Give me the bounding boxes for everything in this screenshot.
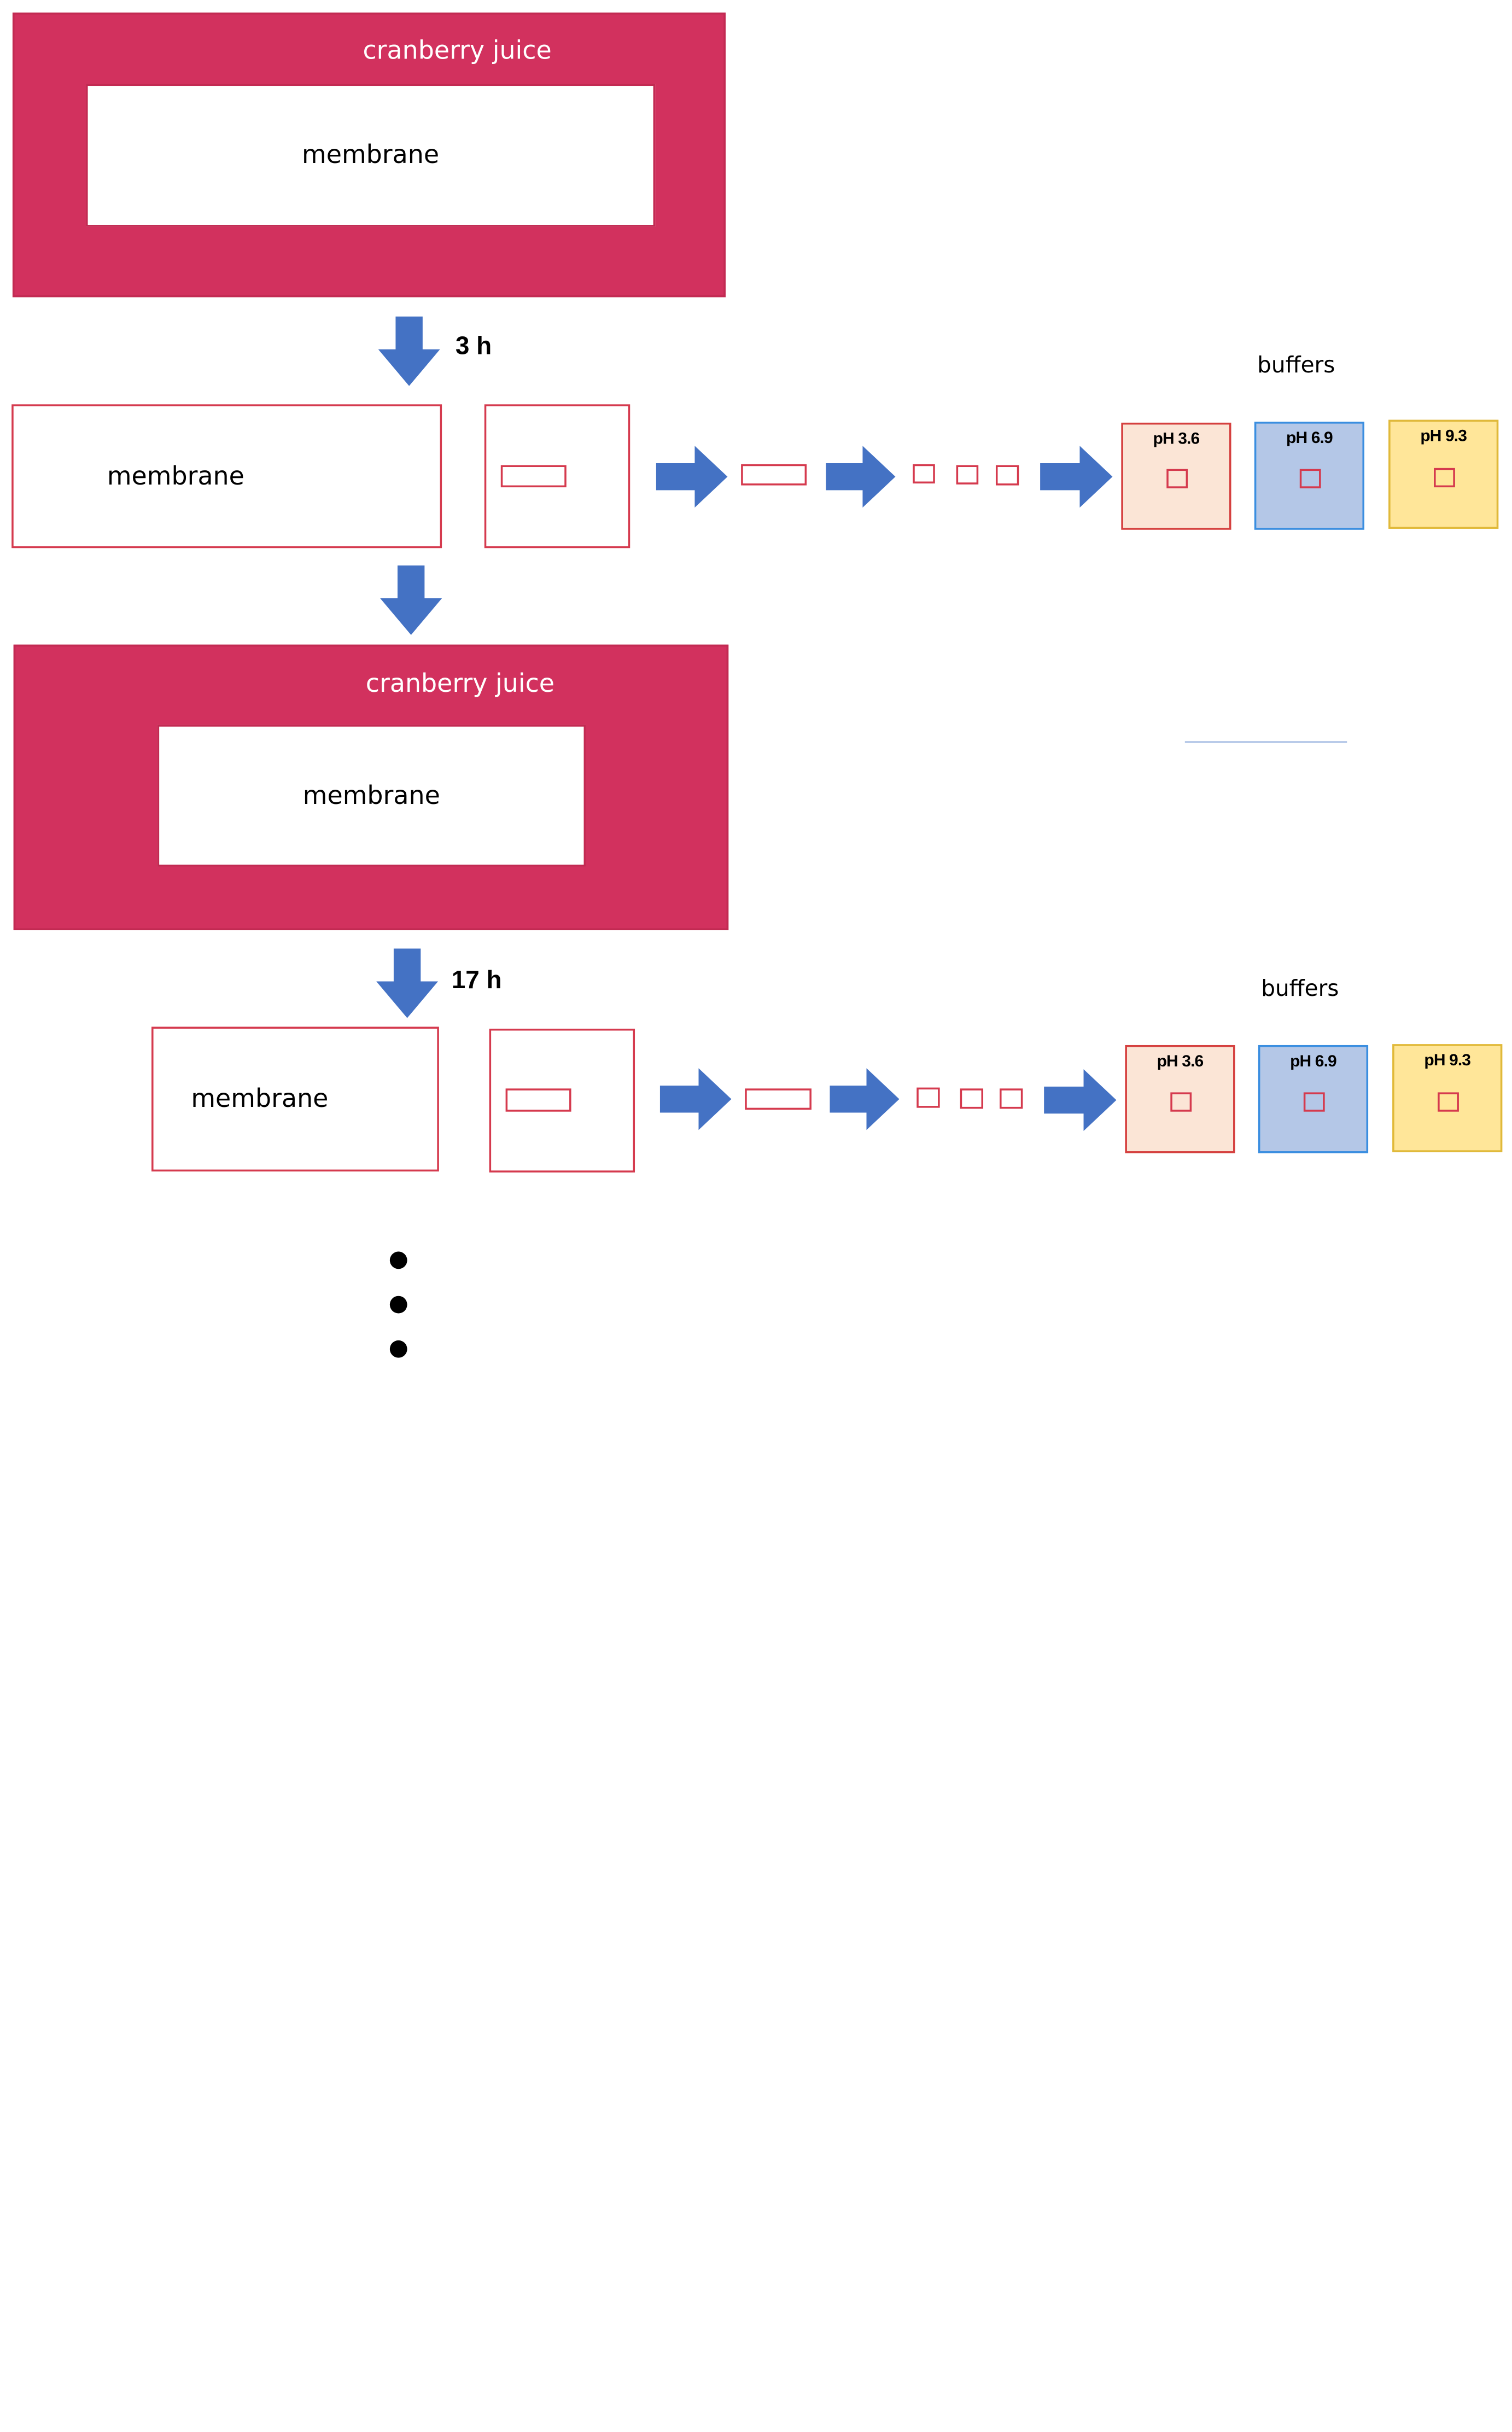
right-arrow-icon [1044, 1069, 1117, 1131]
membrane-row2: membrane [151, 1027, 439, 1172]
right-arrow-icon [1040, 446, 1113, 508]
buffer-ph-label: pH 3.6 [1157, 1052, 1204, 1070]
down-arrow-icon [380, 565, 442, 635]
right-arrow-icon [830, 1068, 900, 1130]
down-arrow-icon [378, 316, 440, 386]
membrane-label: membrane [302, 141, 440, 170]
diced-piece [913, 464, 935, 484]
buffer-ph-label: pH 3.6 [1153, 429, 1200, 448]
buffer-ph-3.6-row1: pH 3.6 [1121, 422, 1231, 530]
diced-piece [995, 465, 1019, 486]
diced-piece [960, 1088, 984, 1109]
buffers-label-row2: buffers [1244, 961, 1358, 1007]
membrane-in-juice-1: membrane [86, 84, 656, 227]
sample-in-buffer [1166, 469, 1188, 488]
right-arrow-icon [826, 446, 896, 508]
buffer-ph-9.3-row2: pH 9.3 [1392, 1044, 1503, 1152]
juice-label-1: cranberry juice [363, 37, 552, 66]
strip-row1 [741, 464, 807, 486]
diced-piece [956, 465, 979, 485]
sample-in-buffer [1438, 1092, 1459, 1112]
buffer-ph-6.9-row1: pH 6.9 [1254, 422, 1365, 530]
time-label-17h: 17 h [451, 965, 502, 994]
sample-in-buffer [1434, 468, 1455, 488]
time-label-3h: 3 h [455, 331, 492, 360]
membrane-in-juice-2: membrane [157, 725, 586, 867]
buffer-ph-6.9-row2: pH 6.9 [1258, 1045, 1369, 1153]
right-arrow-icon [659, 1068, 732, 1130]
diced-piece [1000, 1088, 1023, 1109]
diced-piece [916, 1087, 940, 1108]
continuation-dot [389, 1340, 407, 1358]
buffer-ph-label: pH 9.3 [1420, 426, 1467, 445]
buffer-ph-3.6-row2: pH 3.6 [1125, 1045, 1235, 1153]
continuation-dot [389, 1251, 407, 1269]
buffer-ph-label: pH 6.9 [1290, 1052, 1337, 1070]
right-arrow-icon [656, 446, 728, 508]
buffer-ph-label: pH 9.3 [1424, 1051, 1471, 1070]
divider-line [1184, 741, 1347, 743]
sample-in-buffer [1299, 469, 1321, 488]
down-arrow-icon [376, 948, 439, 1018]
buffer-ph-label: pH 6.9 [1286, 428, 1333, 447]
continuation-dot [389, 1296, 407, 1314]
membrane-label: membrane [302, 781, 440, 810]
buffer-ph-9.3-row1: pH 9.3 [1388, 419, 1499, 529]
buffers-label-row1: buffers [1240, 337, 1355, 383]
cut-strip-row1 [500, 465, 567, 488]
membrane-row1: membrane [11, 404, 442, 549]
juice-label-2: cranberry juice [365, 669, 555, 699]
sample-in-buffer [1170, 1092, 1192, 1112]
sample-in-buffer [1303, 1092, 1325, 1112]
membrane-label: membrane [191, 1084, 329, 1114]
strip-row2 [745, 1088, 812, 1110]
membrane-label: membrane [107, 462, 244, 491]
cut-strip-row2 [505, 1088, 571, 1112]
